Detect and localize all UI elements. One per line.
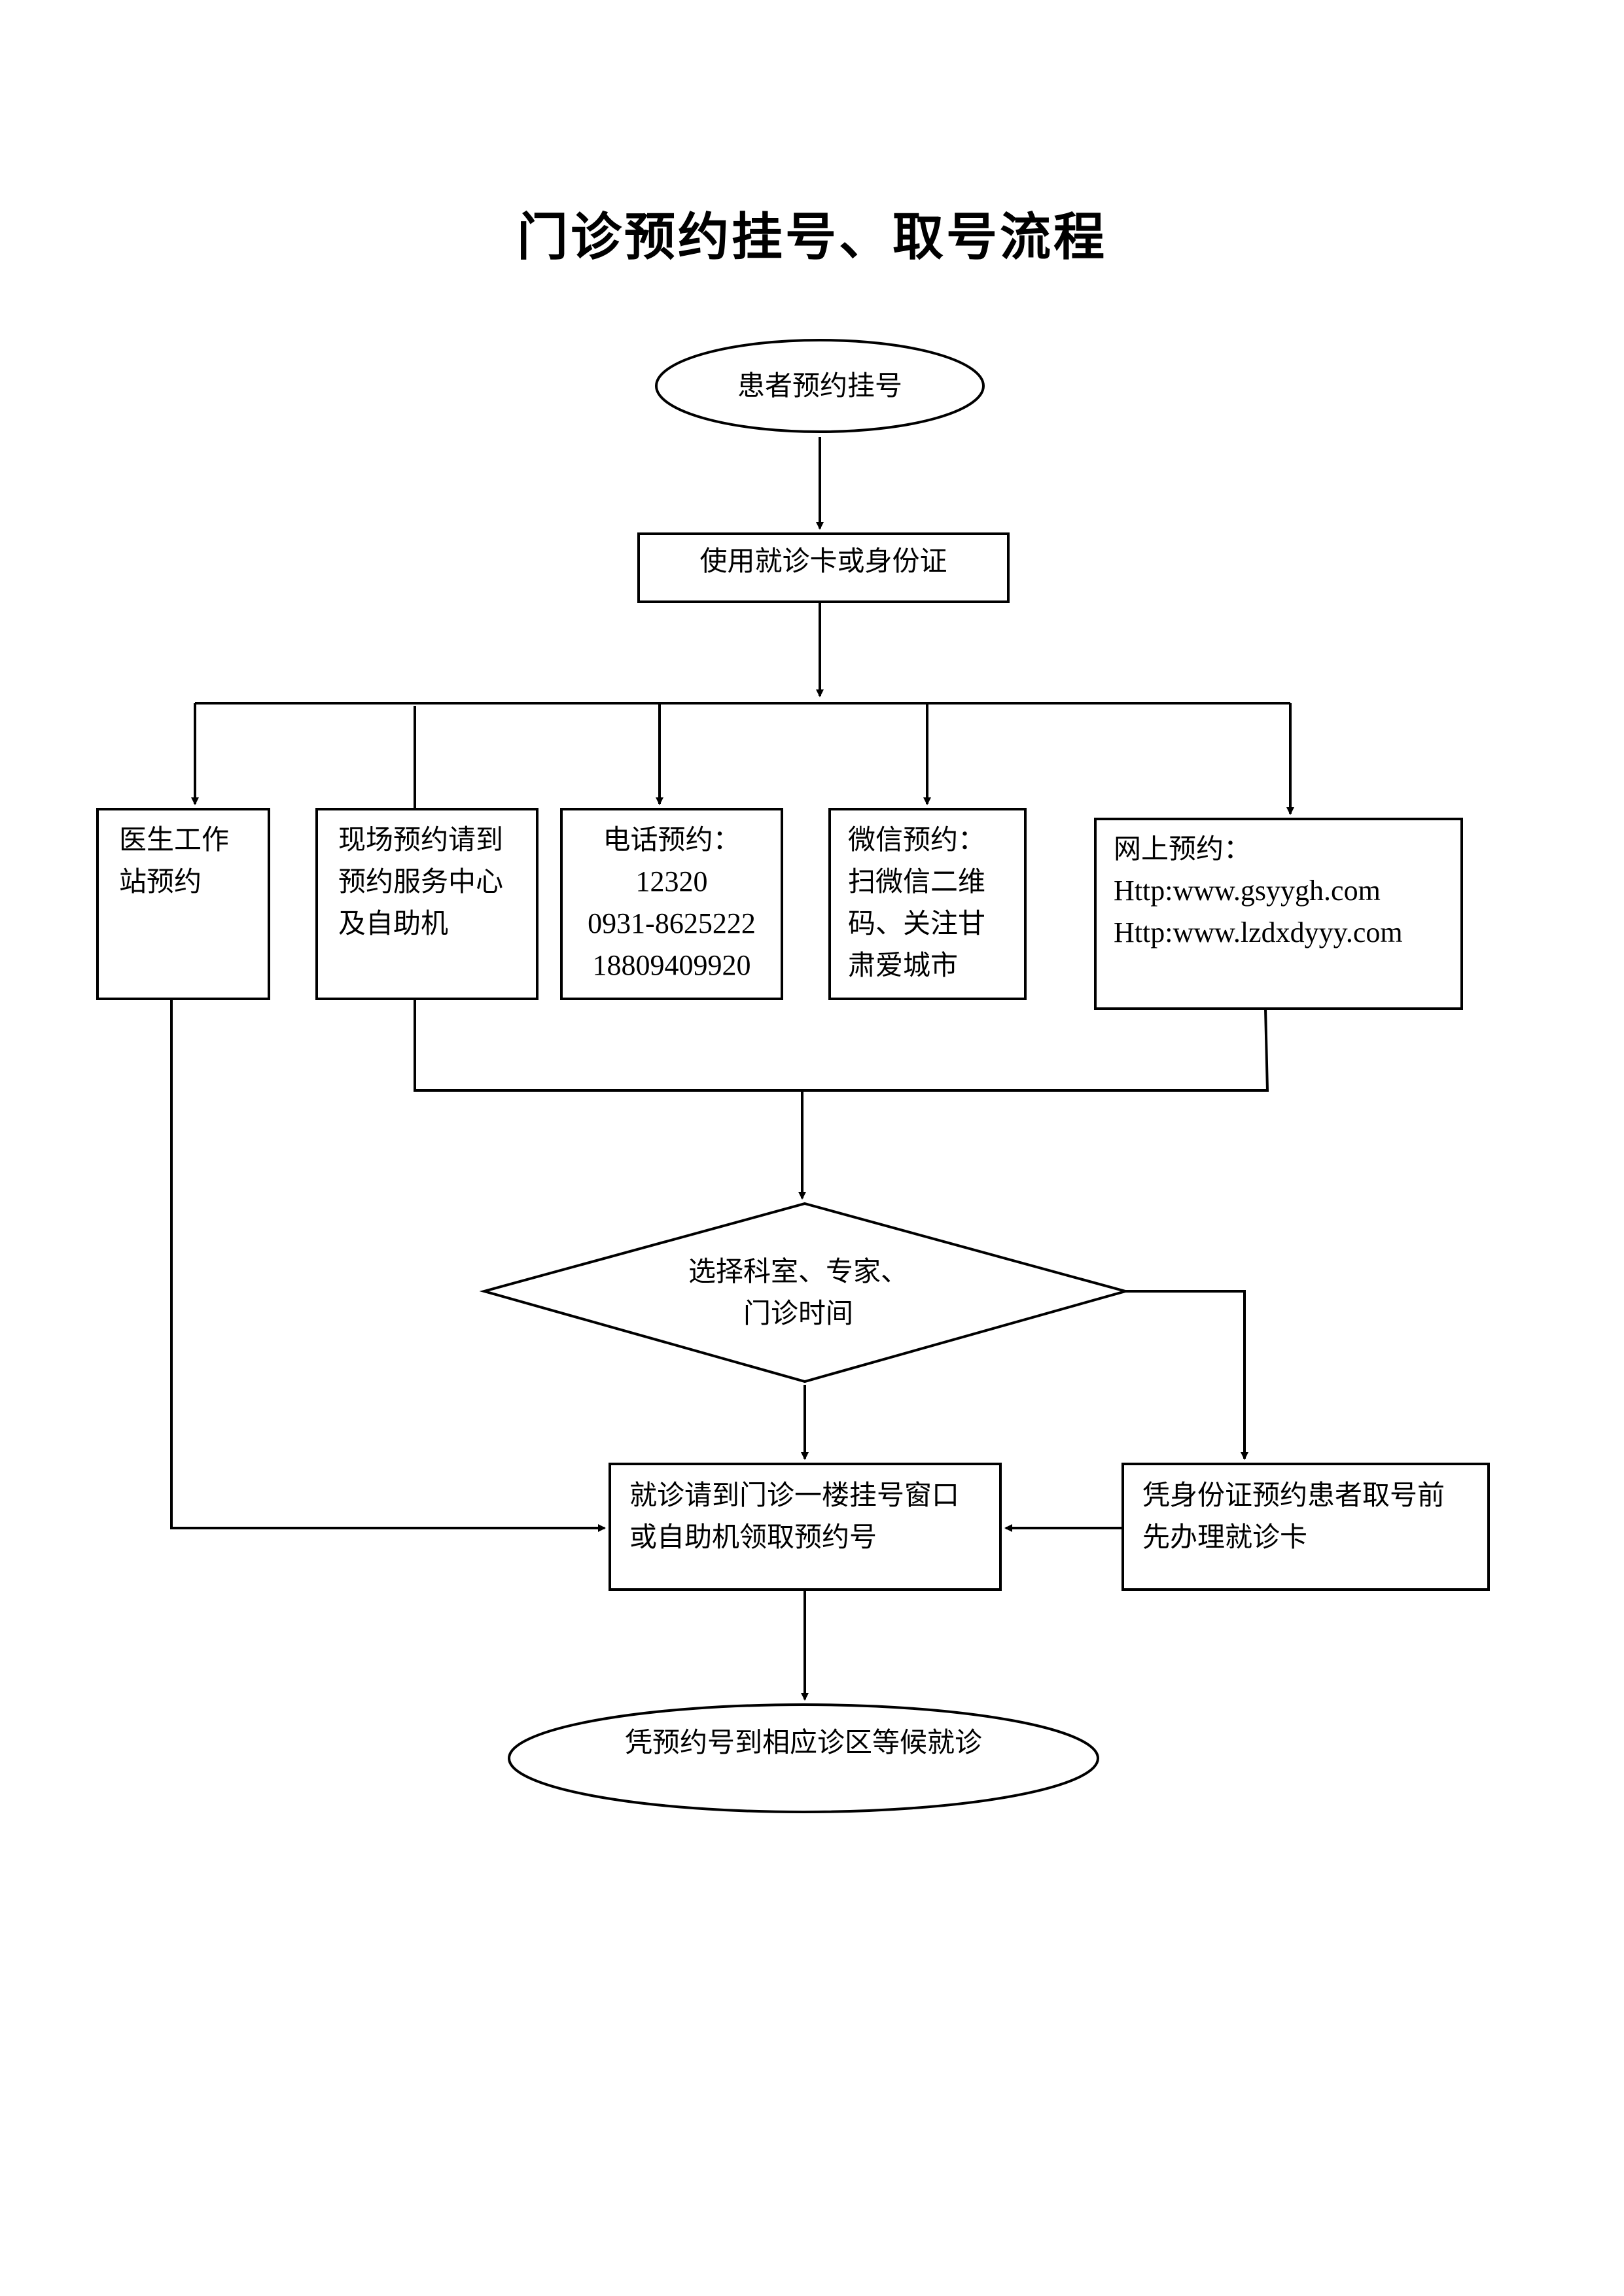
onsite-line-2: 预约服务中心 [338, 865, 504, 897]
phone-node-shape [560, 808, 783, 1000]
online-url-1: Http:www.gsyygh.com [1114, 875, 1381, 907]
online-label: 网上预约： [1114, 833, 1252, 865]
wechat-line-1: 微信预约： [848, 824, 986, 856]
pickup-line-1: 就诊请到门诊一楼挂号窗口 [629, 1479, 960, 1511]
onsite-line-3: 及自助机 [338, 907, 449, 939]
wechat-line-2: 扫微信二维 [848, 865, 986, 897]
idcard-node-label: 凭身份证预约患者取号前 先办理就诊卡 [1142, 1474, 1483, 1558]
idcard-line-1: 凭身份证预约患者取号前 [1142, 1479, 1445, 1511]
wechat-node-label: 微信预约： 扫微信二维 码、关注甘 肃爱城市 [848, 819, 1018, 986]
decision-node-shape [479, 1202, 1131, 1383]
connector-doctor-pickup [170, 999, 606, 1532]
pickup-line-2: 或自助机领取预约号 [629, 1521, 877, 1553]
phone-label: 电话预约： [603, 824, 741, 856]
start-node-shape [655, 339, 985, 433]
card-node-label: 使用就诊卡或身份证 [699, 545, 947, 577]
wechat-line-4: 肃爱城市 [848, 949, 959, 981]
start-node-label: 患者预约挂号 [737, 370, 902, 402]
doctor-line-1: 医生工作 [119, 824, 230, 856]
onsite-node-shape [315, 808, 538, 1000]
connector-decision-idcard [1125, 1290, 1248, 1460]
phone-number-3: 18809409920 [592, 949, 751, 981]
end-node-shape [508, 1703, 1099, 1813]
doctor-line-2: 站预约 [119, 865, 202, 897]
pickup-node-label: 就诊请到门诊一楼挂号窗口 或自助机领取预约号 [629, 1474, 996, 1558]
decision-line-2: 门诊时间 [743, 1297, 853, 1329]
wechat-line-3: 码、关注甘 [848, 907, 986, 939]
wechat-node-shape [828, 808, 1027, 1000]
onsite-node-label: 现场预约请到 预约服务中心 及自助机 [338, 819, 535, 945]
merge-line [414, 999, 1269, 1092]
phone-node-label: 电话预约： 12320 0931-8625222 18809409920 [561, 819, 782, 986]
card-node-shape [637, 532, 1010, 603]
online-url-2: Http:www.lzdxdyyy.com [1114, 916, 1403, 948]
doctor-node-shape [96, 808, 270, 1000]
idcard-line-2: 先办理就诊卡 [1142, 1521, 1308, 1553]
decision-line-1: 选择科室、专家、 [688, 1255, 908, 1287]
online-node-label: 网上预约： Http:www.gsyygh.com Http:www.lzdxd… [1114, 828, 1454, 954]
phone-number-2: 0931-8625222 [588, 907, 756, 939]
doctor-node-label: 医生工作 站预约 [119, 819, 263, 903]
page-title: 门诊预约挂号、取号流程 [516, 207, 1107, 267]
online-node-shape [1094, 818, 1463, 1010]
phone-number-1: 12320 [635, 865, 708, 897]
decision-node-label: 选择科室、专家、 门诊时间 [641, 1251, 955, 1334]
onsite-line-1: 现场预约请到 [338, 824, 504, 856]
end-node-label: 凭预约号到相应诊区等候就诊 [624, 1726, 982, 1758]
